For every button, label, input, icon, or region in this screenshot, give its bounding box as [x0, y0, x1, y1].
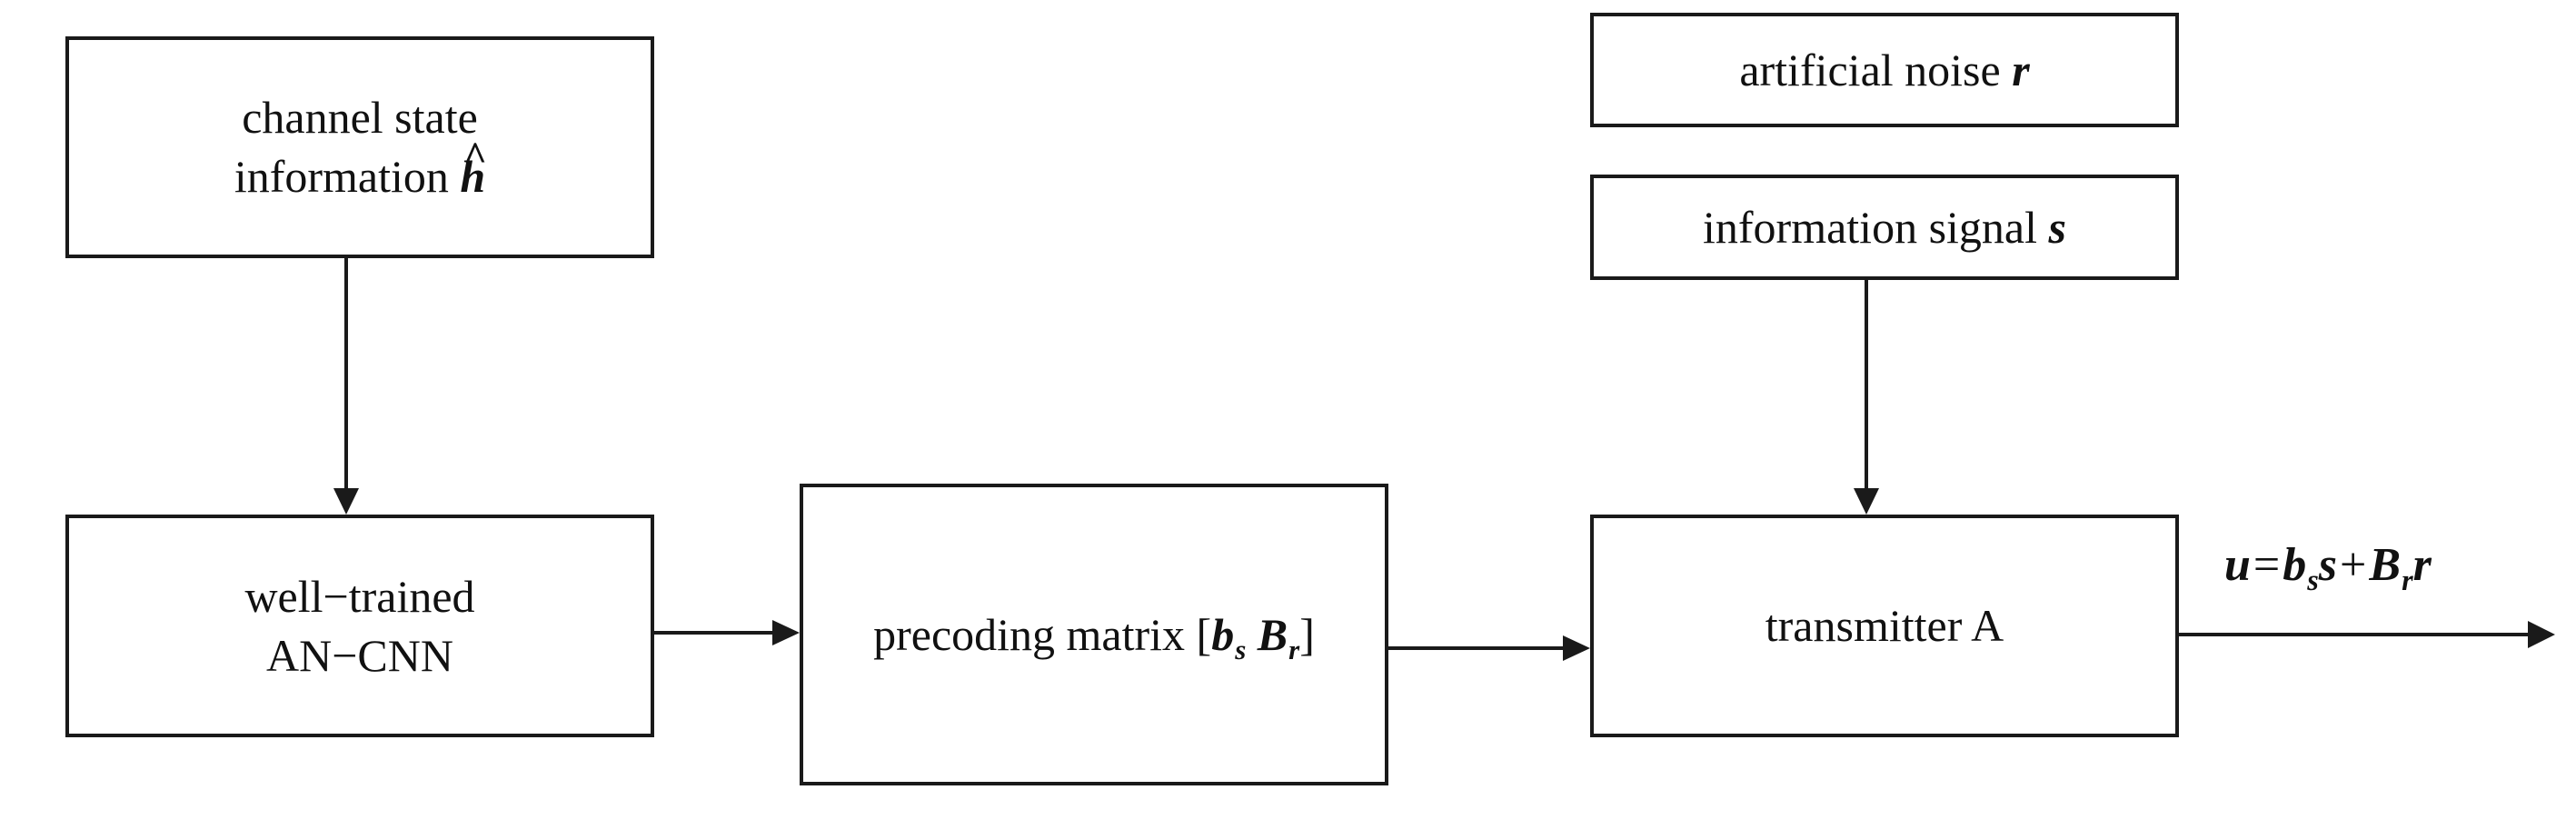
csi-block: channel state information h^ [65, 36, 654, 258]
noise-text: artificial noise [1739, 44, 2013, 95]
eq-plus: + [2340, 539, 2367, 591]
signal-label: information signal s [1703, 198, 2066, 257]
output-equation: u=bss+Brr [2224, 538, 2432, 596]
arrowhead-cnn-to-precoding [772, 620, 800, 645]
precoding-text: precoding matrix [ [873, 608, 1212, 660]
transmitter-label: transmitter A [1765, 600, 2004, 651]
eq-s: s [2318, 539, 2338, 591]
csi-symbol: h [460, 151, 486, 202]
information-signal-block: information signal s [1590, 175, 2179, 280]
csi-label-line2: information h^ [234, 134, 487, 206]
eq-equals: = [2253, 539, 2281, 591]
noise-label: artificial noise r [1739, 41, 2029, 100]
precoding-block: precoding matrix [bs Br] [800, 484, 1388, 785]
arrowhead-precoding-to-transmitter [1563, 635, 1590, 661]
artificial-noise-block: artificial noise r [1590, 13, 2179, 127]
an-cnn-block: well−trained AN−CNN [65, 515, 654, 737]
csi-label-text: information [234, 151, 461, 202]
precoding-label: precoding matrix [bs Br] [873, 605, 1315, 666]
cnn-label-line2: AN−CNN [266, 629, 453, 681]
signal-text: information signal [1703, 201, 2049, 253]
arrowhead-transmitter-output [2528, 621, 2555, 648]
symbol-b: b [1211, 608, 1235, 660]
subscript-s: s [1235, 634, 1247, 666]
csi-label-line1: channel state [242, 92, 478, 143]
transmitter-block: transmitter A [1590, 515, 2179, 737]
cnn-label-line1: well−trained [244, 570, 475, 622]
eq-B: B [2369, 539, 2402, 591]
arrowhead-csi-to-cnn [333, 488, 359, 515]
eq-b-subscript: s [2307, 564, 2319, 597]
csi-symbol-h-hat: h^ [460, 134, 487, 206]
subscript-r: r [1288, 634, 1300, 666]
eq-B-subscript: r [2402, 564, 2413, 597]
signal-symbol: s [2048, 201, 2066, 253]
eq-b: b [2283, 539, 2307, 591]
noise-symbol: r [2012, 44, 2030, 95]
arrowhead-signal-to-transmitter [1854, 488, 1879, 515]
bracket-close: ] [1299, 608, 1315, 660]
eq-r: r [2412, 539, 2432, 591]
hat-accent: ^ [462, 134, 487, 180]
eq-u: u [2224, 539, 2251, 591]
symbol-B: B [1257, 608, 1288, 660]
